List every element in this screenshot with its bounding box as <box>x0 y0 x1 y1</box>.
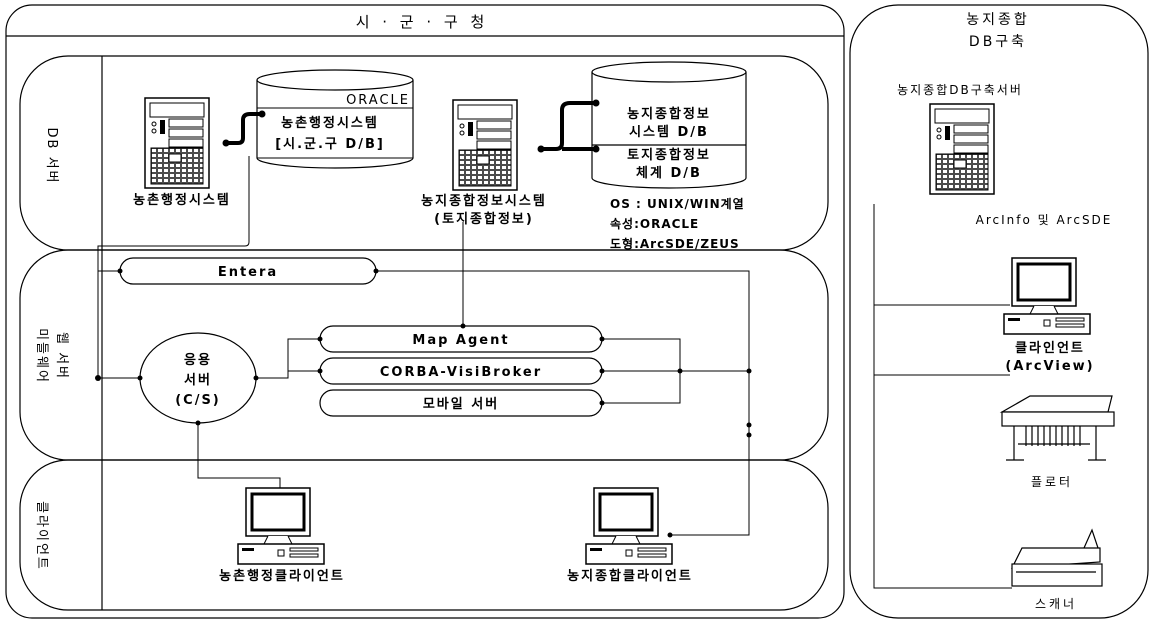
right-server-label: 농지종합DB구축서버 <box>897 83 1023 97</box>
admin-db-line2: [시.군.구 D/B] <box>275 137 385 152</box>
admin-server-icon <box>144 97 210 189</box>
corba-label: CORBA-VisiBroker <box>380 365 542 380</box>
db-section-label: DB 서버 <box>44 128 59 185</box>
entera-label: Entera <box>218 265 278 280</box>
farmland-server-line2: (토지종합정보) <box>434 211 534 227</box>
farmland-server-line1: 농지종합정보시스템 <box>421 193 547 209</box>
map-agent-label: Map Agent <box>412 333 509 348</box>
right-title-line2: DB구축 <box>969 34 1027 50</box>
farmland-client-label: 농지종합클라이언트 <box>567 568 693 584</box>
shape-line: 도형:ArcSDE/ZEUS <box>610 236 740 251</box>
farmland-db-frame <box>849 4 1149 619</box>
arcview-client-computer-icon <box>1002 256 1092 336</box>
client-section-label: 클라이언트 <box>34 501 49 571</box>
land-db-line1: 토지종합정보 <box>627 147 711 163</box>
mobile-server-label: 모바일 서버 <box>423 396 499 412</box>
farmland-db-server-icon <box>929 103 995 195</box>
right-title-line1: 농지종합 <box>966 12 1030 28</box>
land-db-line2: 체계 D/B <box>636 166 702 181</box>
oracle-label: ORACLE <box>346 93 410 108</box>
admin-client-computer-icon <box>236 486 326 566</box>
admin-server-label: 농촌행정시스템 <box>133 192 231 208</box>
right-client-line1: 클라인언트 <box>1015 340 1085 356</box>
farmland-client-computer-icon <box>584 486 674 566</box>
farmland-database-icon <box>591 61 747 189</box>
app-server-line3: (C/S) <box>175 393 221 408</box>
farmland-db-line2: 시스템 D/B <box>629 125 709 140</box>
admin-client-label: 농촌행정클라이언트 <box>219 568 345 584</box>
plotter-icon <box>999 395 1115 461</box>
middleware-section-label: 미들웨어 <box>34 328 49 384</box>
scanner-label: 스캐너 <box>1035 597 1077 611</box>
app-server-line1: 응용 <box>184 352 212 368</box>
arcinfo-label: ArcInfo 및 ArcSDE <box>976 213 1113 227</box>
attr-line: 속성:ORACLE <box>610 217 699 231</box>
client-section <box>19 459 829 611</box>
app-server-line2: 서버 <box>184 372 212 388</box>
main-title: 시 · 군 · 구 청 <box>356 13 489 31</box>
admin-db-line1: 농촌행정시스템 <box>281 115 379 131</box>
right-client-line2: (ArcView) <box>1005 359 1094 374</box>
oracle-database-icon <box>256 69 414 169</box>
city-county-frame <box>5 4 845 619</box>
farmland-db-line1: 농지종합정보 <box>627 106 711 122</box>
web-section-label: 웹 서버 <box>54 332 69 380</box>
os-line: OS : UNIX/WIN계열 <box>610 196 745 211</box>
scanner-icon <box>1010 528 1103 587</box>
plotter-label: 플로터 <box>1031 475 1073 489</box>
farmland-server-icon <box>452 99 518 191</box>
